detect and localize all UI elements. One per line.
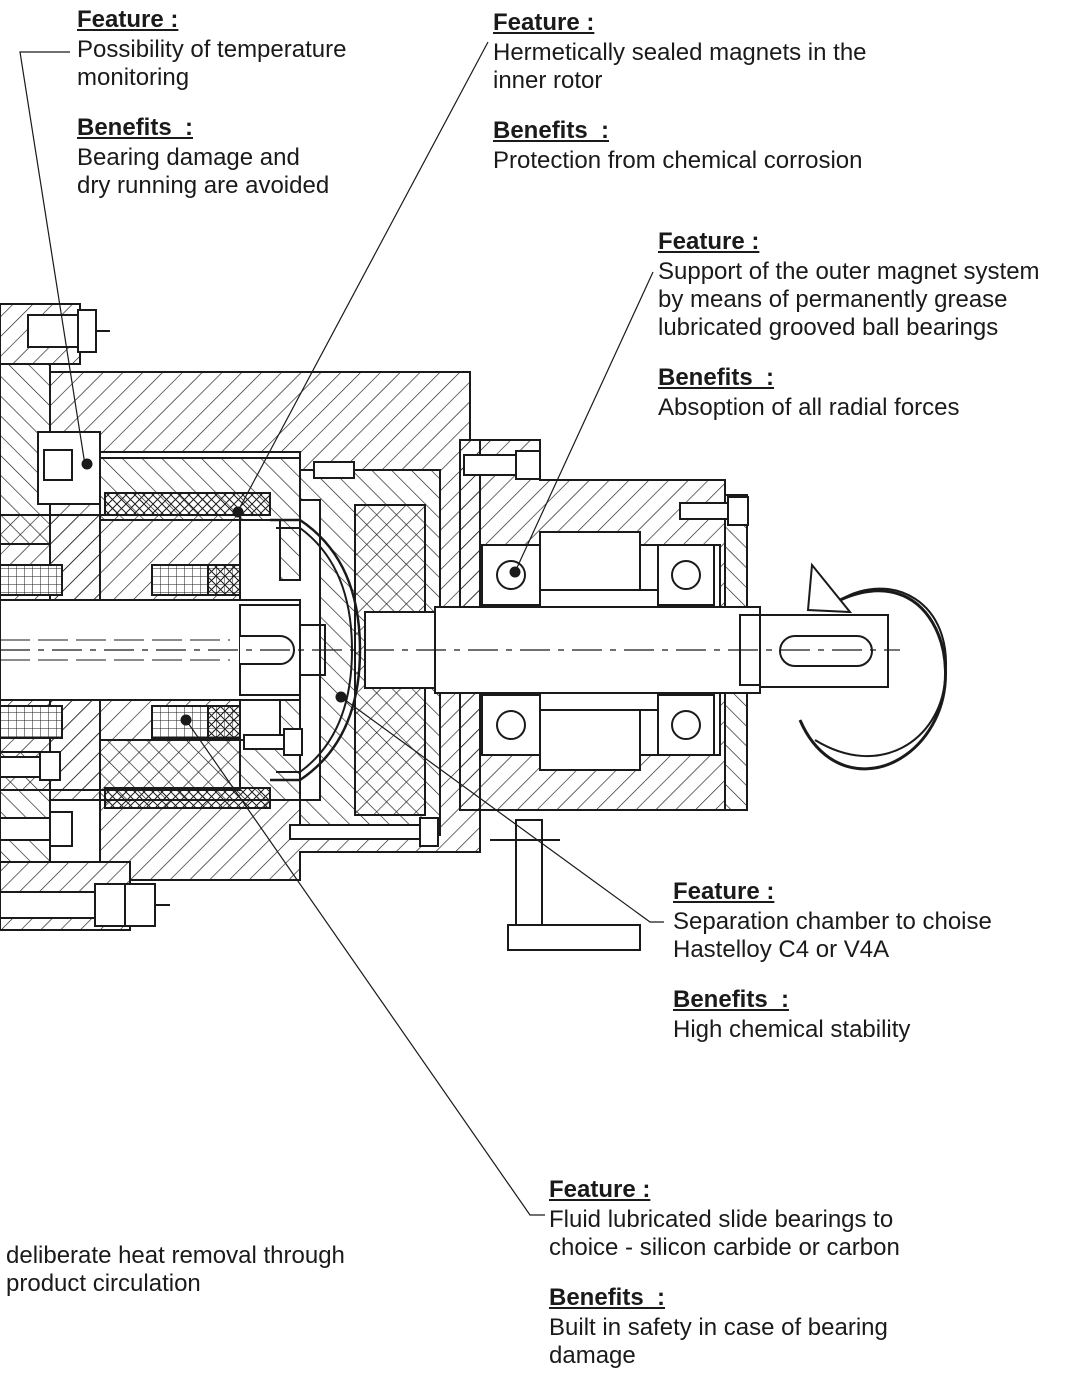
callout-temperature-monitoring: Feature : Possibility of temperature mon…	[77, 6, 346, 200]
feature-text: Hermetically sealed magnets in the inner…	[493, 39, 867, 94]
dot-ball-bearings	[509, 566, 521, 578]
benefits-heading: Benefits :	[493, 117, 610, 144]
callout-sealed-magnets: Feature : Hermetically sealed magnets in…	[493, 9, 867, 175]
note-heat-removal: deliberate heat removal through product …	[6, 1240, 345, 1298]
feature-text: Separation chamber to choise Hastelloy C…	[673, 908, 992, 963]
leader-separation-chamber	[340, 696, 664, 923]
rotation-arrow	[798, 589, 948, 771]
leader-temperature	[19, 51, 86, 466]
leader-sealed-magnets	[237, 41, 489, 512]
foot-plate	[507, 924, 641, 951]
screw-top	[313, 450, 541, 480]
leader-ball-bearings	[514, 271, 654, 573]
screw-inner	[243, 728, 303, 756]
screw-right	[679, 496, 749, 526]
leader-slide-bearings	[185, 719, 545, 1216]
benefits-text: Bearing damage and dry running are avoid…	[77, 144, 330, 199]
feature-heading: Feature :	[673, 878, 775, 905]
benefits-heading: Benefits :	[673, 986, 790, 1013]
feature-text: Fluid lubricated slide bearings to choic…	[549, 1206, 900, 1261]
callout-slide-bearings: Feature : Fluid lubricated slide bearing…	[549, 1176, 900, 1370]
feature-text: Support of the outer magnet system by me…	[658, 258, 1040, 341]
ball-bearing-left	[481, 544, 541, 756]
benefits-heading: Benefits :	[658, 364, 775, 391]
note-text: deliberate heat removal through product …	[6, 1242, 345, 1297]
callout-separation-chamber: Feature : Separation chamber to choise H…	[673, 878, 992, 1044]
feature-text: Possibility of temperature monitoring	[77, 36, 347, 91]
feature-heading: Feature :	[549, 1176, 651, 1203]
dot-sealed-magnets	[232, 506, 244, 518]
benefits-text: Built in safety in case of bearing damag…	[549, 1314, 888, 1369]
slide-bearing-upper-left	[0, 564, 63, 596]
dot-slide-bearings	[180, 714, 192, 726]
feature-heading: Feature :	[493, 9, 595, 36]
screw-bottom	[289, 817, 439, 847]
benefits-heading: Benefits :	[549, 1284, 666, 1311]
callout-ball-bearings: Feature : Support of the outer magnet sy…	[658, 228, 1040, 422]
dot-separation-chamber	[335, 691, 347, 703]
benefits-text: Protection from chemical corrosion	[493, 147, 863, 174]
feature-heading: Feature :	[77, 6, 179, 33]
benefits-heading: Benefits :	[77, 114, 194, 141]
bolt-lower-left	[0, 883, 170, 927]
bolt-upper-left	[27, 309, 110, 353]
dot-temperature	[81, 458, 93, 470]
screw-left-mid	[0, 751, 73, 847]
leader-lines	[19, 41, 664, 1216]
slide-bearing-lower-left	[0, 705, 63, 739]
ball-bearing-right	[657, 544, 715, 756]
benefits-text: Absoption of all radial forces	[658, 394, 960, 421]
shaft-keyway	[779, 635, 873, 667]
feature-heading: Feature :	[658, 228, 760, 255]
benefits-text: High chemical stability	[673, 1016, 911, 1043]
